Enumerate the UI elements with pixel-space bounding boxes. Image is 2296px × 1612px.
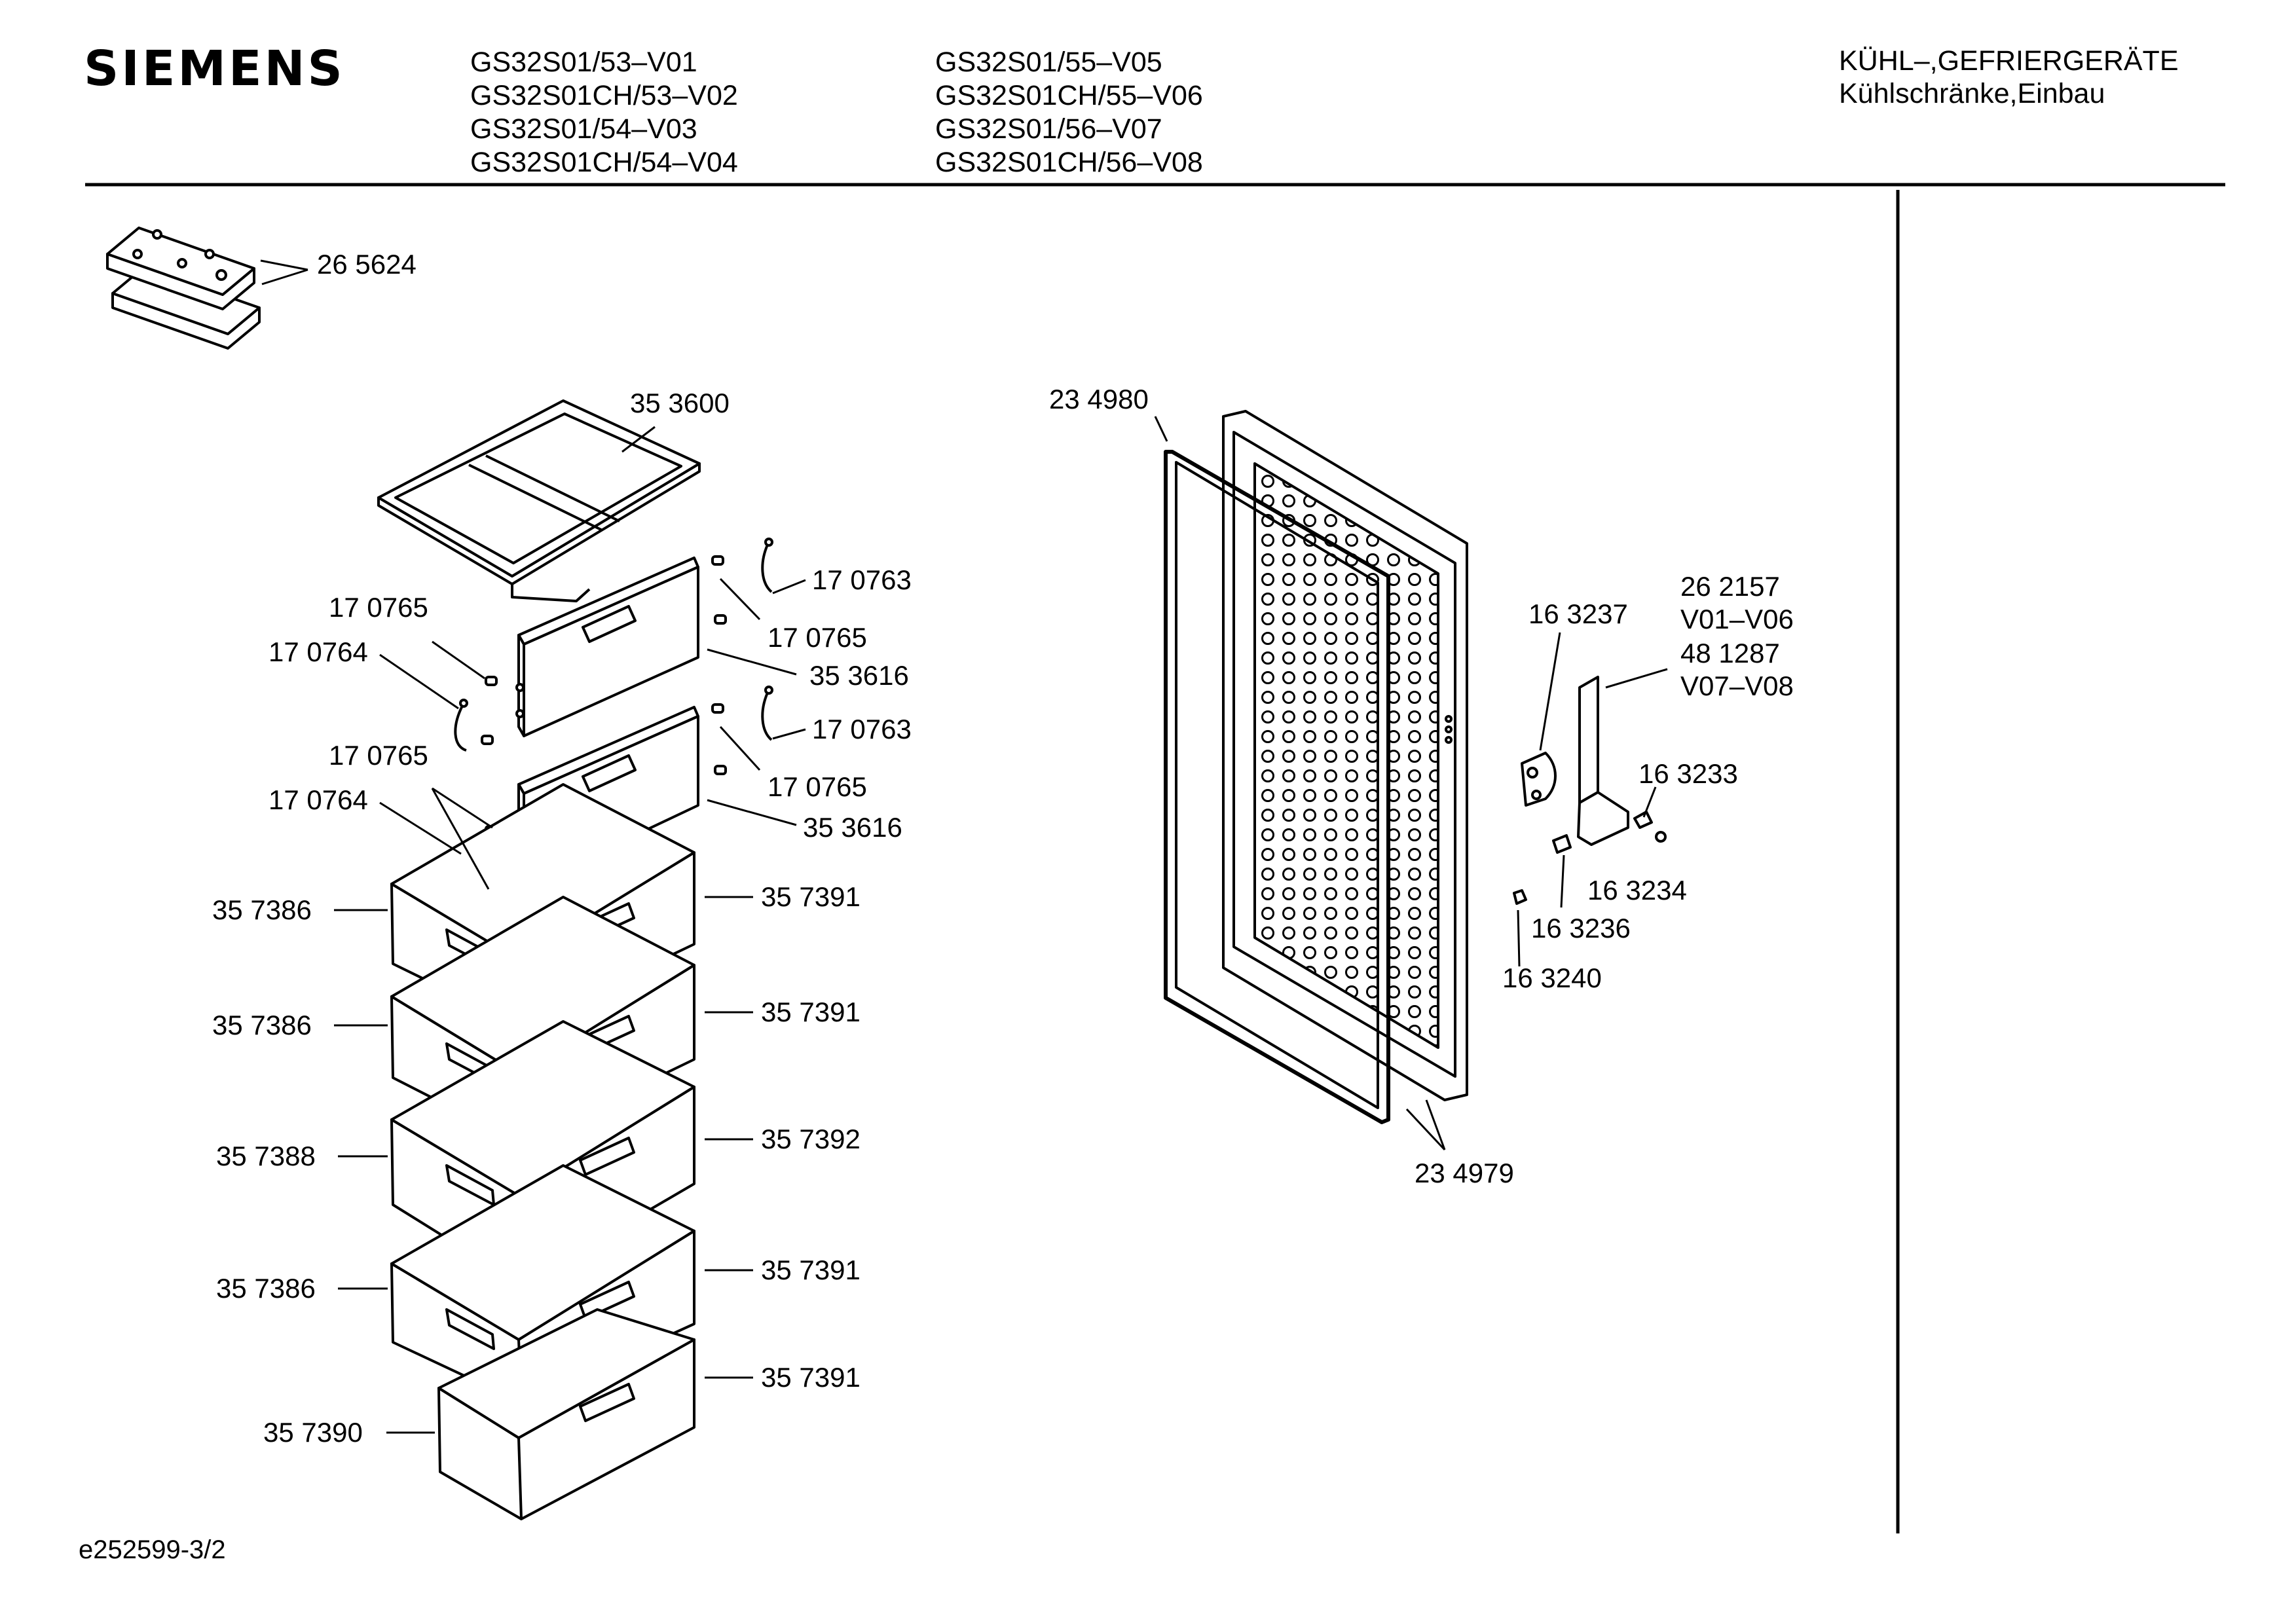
callout-leaders	[260, 259, 1668, 1434]
part-353616-label: 35 3616	[803, 812, 902, 843]
part-357391-label: 35 7391	[761, 997, 861, 1027]
part-357392-label: 35 7392	[761, 1124, 861, 1154]
drawer-flap-upper-icon	[515, 557, 699, 737]
siemens-logo: SIEMENS	[84, 41, 345, 97]
part-357391-label: 35 7391	[761, 881, 861, 912]
part-353600-label: 35 3600	[630, 388, 730, 418]
part-170765-label: 17 0765	[768, 771, 867, 802]
part-170765-label: 17 0765	[329, 740, 428, 771]
part-481287-variant-label: V07–V08	[1680, 670, 1794, 701]
part-170763-label: 17 0763	[812, 714, 912, 744]
model-number: GS32S01CH/54–V04	[470, 147, 738, 178]
part-163234-label: 16 3234	[1587, 875, 1687, 906]
part-170765-label: 17 0765	[768, 622, 867, 653]
part-170764-label: 17 0764	[268, 636, 368, 667]
part-262157-label: 26 2157	[1680, 571, 1780, 602]
model-number: GS32S01/55–V05	[935, 46, 1162, 78]
part-357386-label: 35 7386	[216, 1273, 316, 1304]
part-357391-label: 35 7391	[761, 1255, 861, 1285]
model-number: GS32S01/56–V07	[935, 113, 1162, 145]
category-line-1: KÜHL–,GEFRIERGERÄTE	[1839, 45, 2179, 77]
category-line-2: Kühlschränke,Einbau	[1839, 78, 2105, 109]
appliance-category: KÜHL–,GEFRIERGERÄTE Kühlschränke,Einbau	[1839, 45, 2179, 110]
part-234980-label: 23 4980	[1049, 384, 1149, 414]
part-163236-label: 16 3236	[1531, 913, 1631, 943]
part-353616-label: 35 3616	[809, 660, 909, 691]
door-gasket-icon	[1164, 450, 1390, 1124]
part-163240-label: 16 3240	[1502, 962, 1602, 993]
hinge-bracket-icon	[1513, 676, 1667, 905]
model-list-1: GS32S01/53–V01 GS32S01CH/53–V02 GS32S01/…	[470, 46, 738, 179]
drawer-bottom-icon	[437, 1308, 695, 1520]
part-357386-label: 35 7386	[212, 894, 312, 925]
part-234979-label: 23 4979	[1415, 1158, 1514, 1188]
part-number-labels: 26 5624 35 3600 17 0763 17 0765 17 0765 …	[212, 249, 1794, 1448]
part-357388-label: 35 7388	[216, 1141, 316, 1171]
diagram-id: e252599-3/2	[79, 1535, 226, 1564]
drawer-icon	[390, 1164, 695, 1404]
top-tray-icon	[377, 399, 701, 602]
part-357391-label: 35 7391	[761, 1362, 861, 1393]
part-265624-label: 26 5624	[317, 249, 417, 280]
part-357386-label: 35 7386	[212, 1010, 312, 1040]
part-170765-label: 17 0765	[329, 592, 428, 623]
model-number: GS32S01/54–V03	[470, 113, 697, 145]
door-panel-icon	[1222, 410, 1468, 1101]
model-number: GS32S01CH/56–V08	[935, 147, 1203, 178]
model-list-2: GS32S01/55–V05 GS32S01CH/55–V06 GS32S01/…	[935, 46, 1203, 179]
model-number: GS32S01CH/53–V02	[470, 80, 738, 111]
part-170763-label: 17 0763	[812, 564, 912, 595]
model-number: GS32S01/53–V01	[470, 46, 697, 78]
part-163237-label: 16 3237	[1528, 598, 1628, 629]
part-262157-variant-label: V01–V06	[1680, 604, 1794, 634]
part-481287-label: 48 1287	[1680, 638, 1780, 669]
freezer-cold-pack-icon	[106, 227, 261, 350]
part-357390-label: 35 7390	[263, 1417, 363, 1448]
part-170764-label: 17 0764	[268, 784, 368, 815]
model-number: GS32S01CH/55–V06	[935, 80, 1203, 111]
part-163233-label: 16 3233	[1639, 758, 1738, 789]
